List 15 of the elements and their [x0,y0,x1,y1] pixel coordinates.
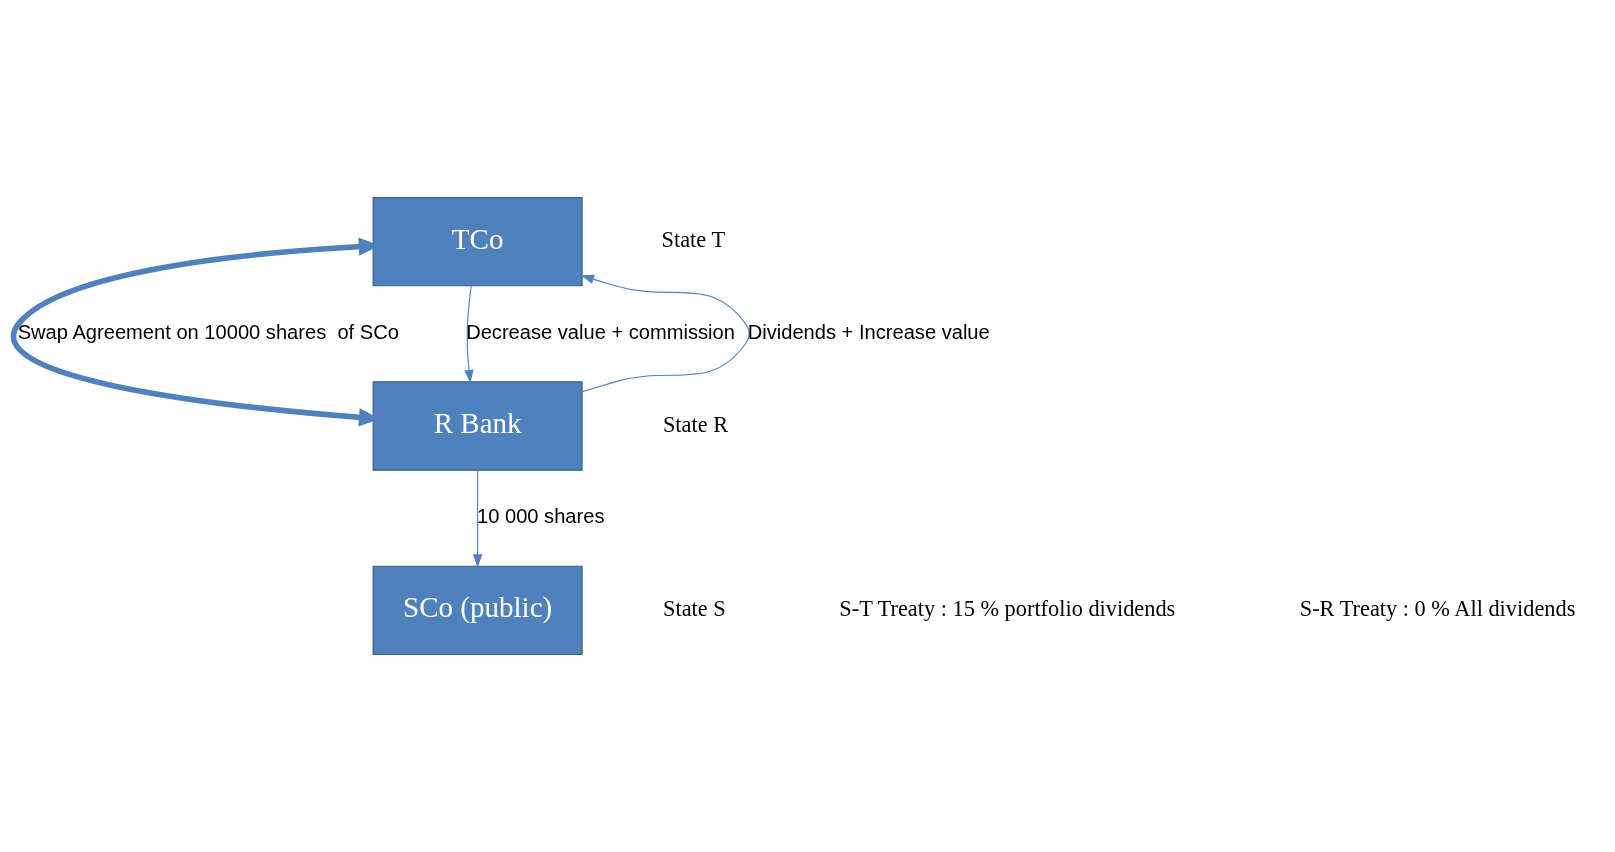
edge-label: Dividends + Increase value [747,320,990,343]
label: State S [663,595,726,621]
arrow [472,469,483,568]
label: S-T Treaty : 15 % portfolio dividends [839,595,1176,621]
edge-label: Decrease value + commission [466,320,735,343]
label: State R [662,411,729,437]
arrow [464,285,474,384]
label: State T [661,227,726,253]
arrow [580,274,750,393]
label: S-R Treaty : 0 % All dividends [1299,595,1576,621]
edge-label: Swap Agreement on 10000 shares of SCo [17,320,399,343]
node-box: TCo [372,196,583,287]
edge-label: 10 000 shares [477,505,605,528]
node-box: SCo (public) [372,565,583,656]
node-box: R Bank [372,381,583,471]
